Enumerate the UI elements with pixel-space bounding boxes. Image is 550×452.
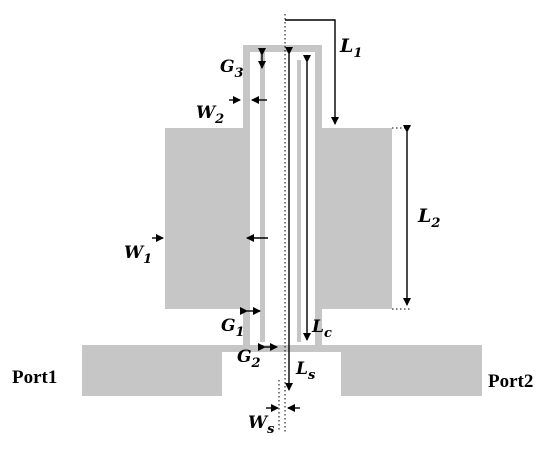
port2-label: Port2 xyxy=(488,371,533,392)
label-w2: W2 xyxy=(196,103,224,127)
label-g2: G2 xyxy=(237,347,261,371)
label-ls: Ls xyxy=(295,359,316,383)
port1-label: Port1 xyxy=(12,367,57,388)
right-feed-line xyxy=(348,345,482,396)
coupling-stub-arm xyxy=(260,52,265,342)
stub-line xyxy=(297,60,301,342)
label-w1: W1 xyxy=(124,243,152,267)
label-ws: Ws xyxy=(248,413,275,437)
label-g1: G1 xyxy=(221,316,245,340)
left-patch xyxy=(165,128,243,309)
right-patch xyxy=(316,128,392,309)
label-lc: Lc xyxy=(311,317,332,341)
label-g3: G3 xyxy=(220,57,244,81)
label-l1: L1 xyxy=(339,35,362,61)
dimension-arrows xyxy=(152,19,411,412)
dimension-labels: L1 L2 G3 W2 W1 G1 G2 Lc Ls Ws Port1 Port… xyxy=(12,35,533,437)
left-feed-line xyxy=(82,345,215,396)
label-l2: L2 xyxy=(417,205,440,231)
